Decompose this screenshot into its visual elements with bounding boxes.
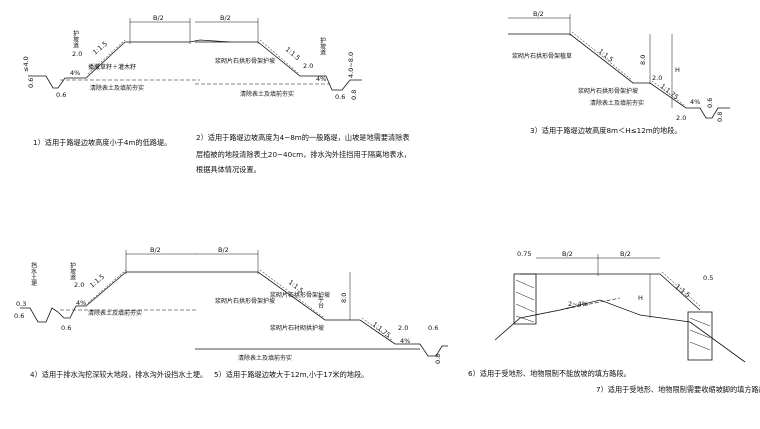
- d2-pct4: 4%: [316, 75, 326, 83]
- caption-5: 5）适用于路堤边坡大于12m,小于17米的地段。: [214, 370, 368, 379]
- d6-slope-hatch: [661, 271, 701, 307]
- d5-stone: 浆砌片石拱形骨架护坡: [270, 291, 330, 299]
- caption-7: 7）适用于受地形、地物限制需要收缩坡脚的填方路段。: [596, 385, 760, 394]
- d2-profile: [195, 41, 362, 91]
- d4-d03: 0.3: [16, 300, 26, 308]
- d4-pct4: 4%: [76, 299, 86, 307]
- d5-slope-hatch: [259, 269, 324, 318]
- d3-stone: 浆砌片石拱形骨架植草: [512, 52, 572, 60]
- d6-wall-left-fill: [515, 279, 535, 323]
- d1-b2: B/2: [153, 14, 164, 22]
- d6-b2-left: B/2: [562, 250, 573, 258]
- caption-2b: 层植被的地段清除表土20~40cm，排水沟外挂挡用于隔离地表水，: [196, 150, 411, 159]
- d1-pct4: 4%: [70, 69, 80, 77]
- caption-3: 3）适用于路堤边坡高度8m＜H≤12m的地段。: [530, 126, 682, 135]
- d4-clear: 清除表土及填前夯实: [88, 309, 142, 317]
- d7-wall-right-fill: [689, 317, 711, 351]
- d2-slope-hatch: [259, 39, 299, 74]
- d5-h8: 8.0: [340, 293, 348, 303]
- d6-b2-right: B/2: [620, 250, 631, 258]
- d1-guard: 护坡道: [72, 29, 79, 49]
- d5-b2: B/2: [218, 246, 229, 254]
- d3-d20b: 2.0: [676, 114, 686, 122]
- d6-slope: 1:1.5: [674, 282, 692, 299]
- caption-6: 6）适用于受地形、地物限制不能放坡的填方路段。: [468, 369, 631, 378]
- d1-profile: [28, 39, 231, 89]
- d5-clear: 清除表土及填前夯实: [238, 354, 292, 362]
- d1-grass: 播撒草籽＋灌木籽: [88, 63, 136, 71]
- d1-hle4: ≤4.0: [22, 56, 30, 72]
- d2-d06: 0.6: [335, 93, 345, 101]
- d7-wall-right: [687, 311, 713, 361]
- caption-2a: 2）适用于路堤边坡高度为4~8m的一般路堤，山坡是地需要清除表: [196, 133, 410, 142]
- diagram-4-deep-ditch: B/2 1:1.5 2.0 4% 0.6 0.3 0.6 清除表土及填前夯实 挡…: [14, 246, 207, 379]
- d4-b2: B/2: [150, 246, 161, 254]
- d3-b2: B/2: [533, 10, 544, 18]
- d6-wall-left: [513, 273, 537, 325]
- caption-1: 1）适用于路堤边坡高度小于4m的低路堤。: [33, 138, 171, 147]
- diagram-5-tall-embankment: B/2 8.0 1:1.5 1:1.75 2.0 4% 0.6 0.8 浆砌片石…: [195, 246, 448, 379]
- d1-d20: 2.0: [72, 50, 82, 58]
- d2-b2: B/2: [220, 14, 231, 22]
- d4-d06b: 0.6: [14, 312, 24, 320]
- d5-slope-hatch-2: [361, 317, 394, 342]
- d5-stone2: 浆砌片石拱形骨架护坡: [215, 297, 275, 305]
- d6-H: H: [638, 294, 643, 302]
- d6-ground: [494, 299, 746, 363]
- d3-H: H: [675, 66, 680, 74]
- d4-dam: 挡水土埂: [30, 261, 37, 287]
- d2-d08: 0.8: [350, 90, 358, 100]
- d1-d06: 0.6: [56, 91, 66, 99]
- d5-d20: 2.0: [398, 324, 408, 332]
- d2-d20: 2.0: [303, 62, 313, 70]
- d5-platform: 平台: [317, 296, 324, 309]
- d3-slope-hatch: [571, 31, 633, 81]
- d5-d08: 0.8: [434, 354, 442, 364]
- d1-clear: 清除表土及填前夯实: [90, 84, 144, 92]
- d2-slope: 1:1.5: [284, 45, 302, 62]
- d5-profile: [195, 271, 448, 357]
- d3-d06: 0.6: [706, 98, 714, 108]
- d3-stone2: 浆砌片石拱形骨架护坡: [578, 87, 638, 95]
- caption-2c: 根据具体情况设置。: [196, 165, 261, 174]
- diagram-6-7-retaining: B/2 B/2 0.75 0.5 H 2~4% 1:1.5 6）适用于受地形、地…: [468, 250, 760, 394]
- d5-pct4: 4%: [400, 337, 410, 345]
- d2-stone: 浆砌片石拱形骨架护坡: [215, 57, 275, 65]
- d3-slope-hatch-2: [651, 80, 685, 106]
- d3-d20: 2.0: [652, 74, 662, 82]
- d4-slope: 1:1.5: [88, 273, 106, 290]
- d6-dash: [529, 297, 621, 317]
- diagram-1-low-embankment: B/2 1:1.5 2.0 4% 0.6 0.6 ≤4.0 播撒草籽＋灌木籽 清…: [22, 14, 231, 99]
- d4-slope-hatch: [87, 269, 127, 304]
- d3-clear: 清除表土及填前夯实: [590, 99, 644, 107]
- d2-h48: 4.0~8.0: [347, 52, 355, 78]
- d4-d20: 2.0: [74, 281, 84, 289]
- d3-profile: [508, 33, 730, 119]
- d3-pct4: 4%: [690, 98, 700, 106]
- d1-d06v: 0.6: [27, 78, 35, 88]
- diagram-2-general-embankment: B/2 1:1.5 2.0 4% 0.6 4.0~8.0 0.8 浆砌片石拱形骨…: [195, 14, 411, 174]
- d6-pct24: 2~4%: [568, 300, 588, 308]
- d4-profile: [20, 271, 196, 323]
- d6-road: [520, 273, 701, 311]
- d5-d06: 0.6: [428, 324, 438, 332]
- d2-clear: 清除表土及填前夯实: [240, 90, 294, 98]
- caption-4: 4）适用于排水沟挖深较大地段，排水沟外设挡水土埂。: [30, 370, 207, 379]
- d3-d08: 0.8: [716, 112, 724, 122]
- d1-slope: 1:1.5: [91, 40, 109, 57]
- d5-grid: 浆砌片石衬砌拱护坡: [270, 324, 324, 332]
- d1-slope-hatch: [87, 39, 126, 75]
- d3-h8: 8.0: [639, 55, 647, 65]
- d6-d075: 0.75: [517, 250, 531, 258]
- d3-slope2: 1:1.75: [659, 82, 680, 101]
- d4-d06: 0.6: [61, 324, 71, 332]
- d2-guard: 护坡道: [319, 36, 326, 56]
- d4-guard: 护坡道: [69, 261, 76, 281]
- diagram-3-high-embankment: B/2 8.0 H 1:1.5 1:1.75 2.0 4% 2.0 0.6 0.…: [508, 10, 730, 135]
- d7-d05: 0.5: [703, 274, 713, 282]
